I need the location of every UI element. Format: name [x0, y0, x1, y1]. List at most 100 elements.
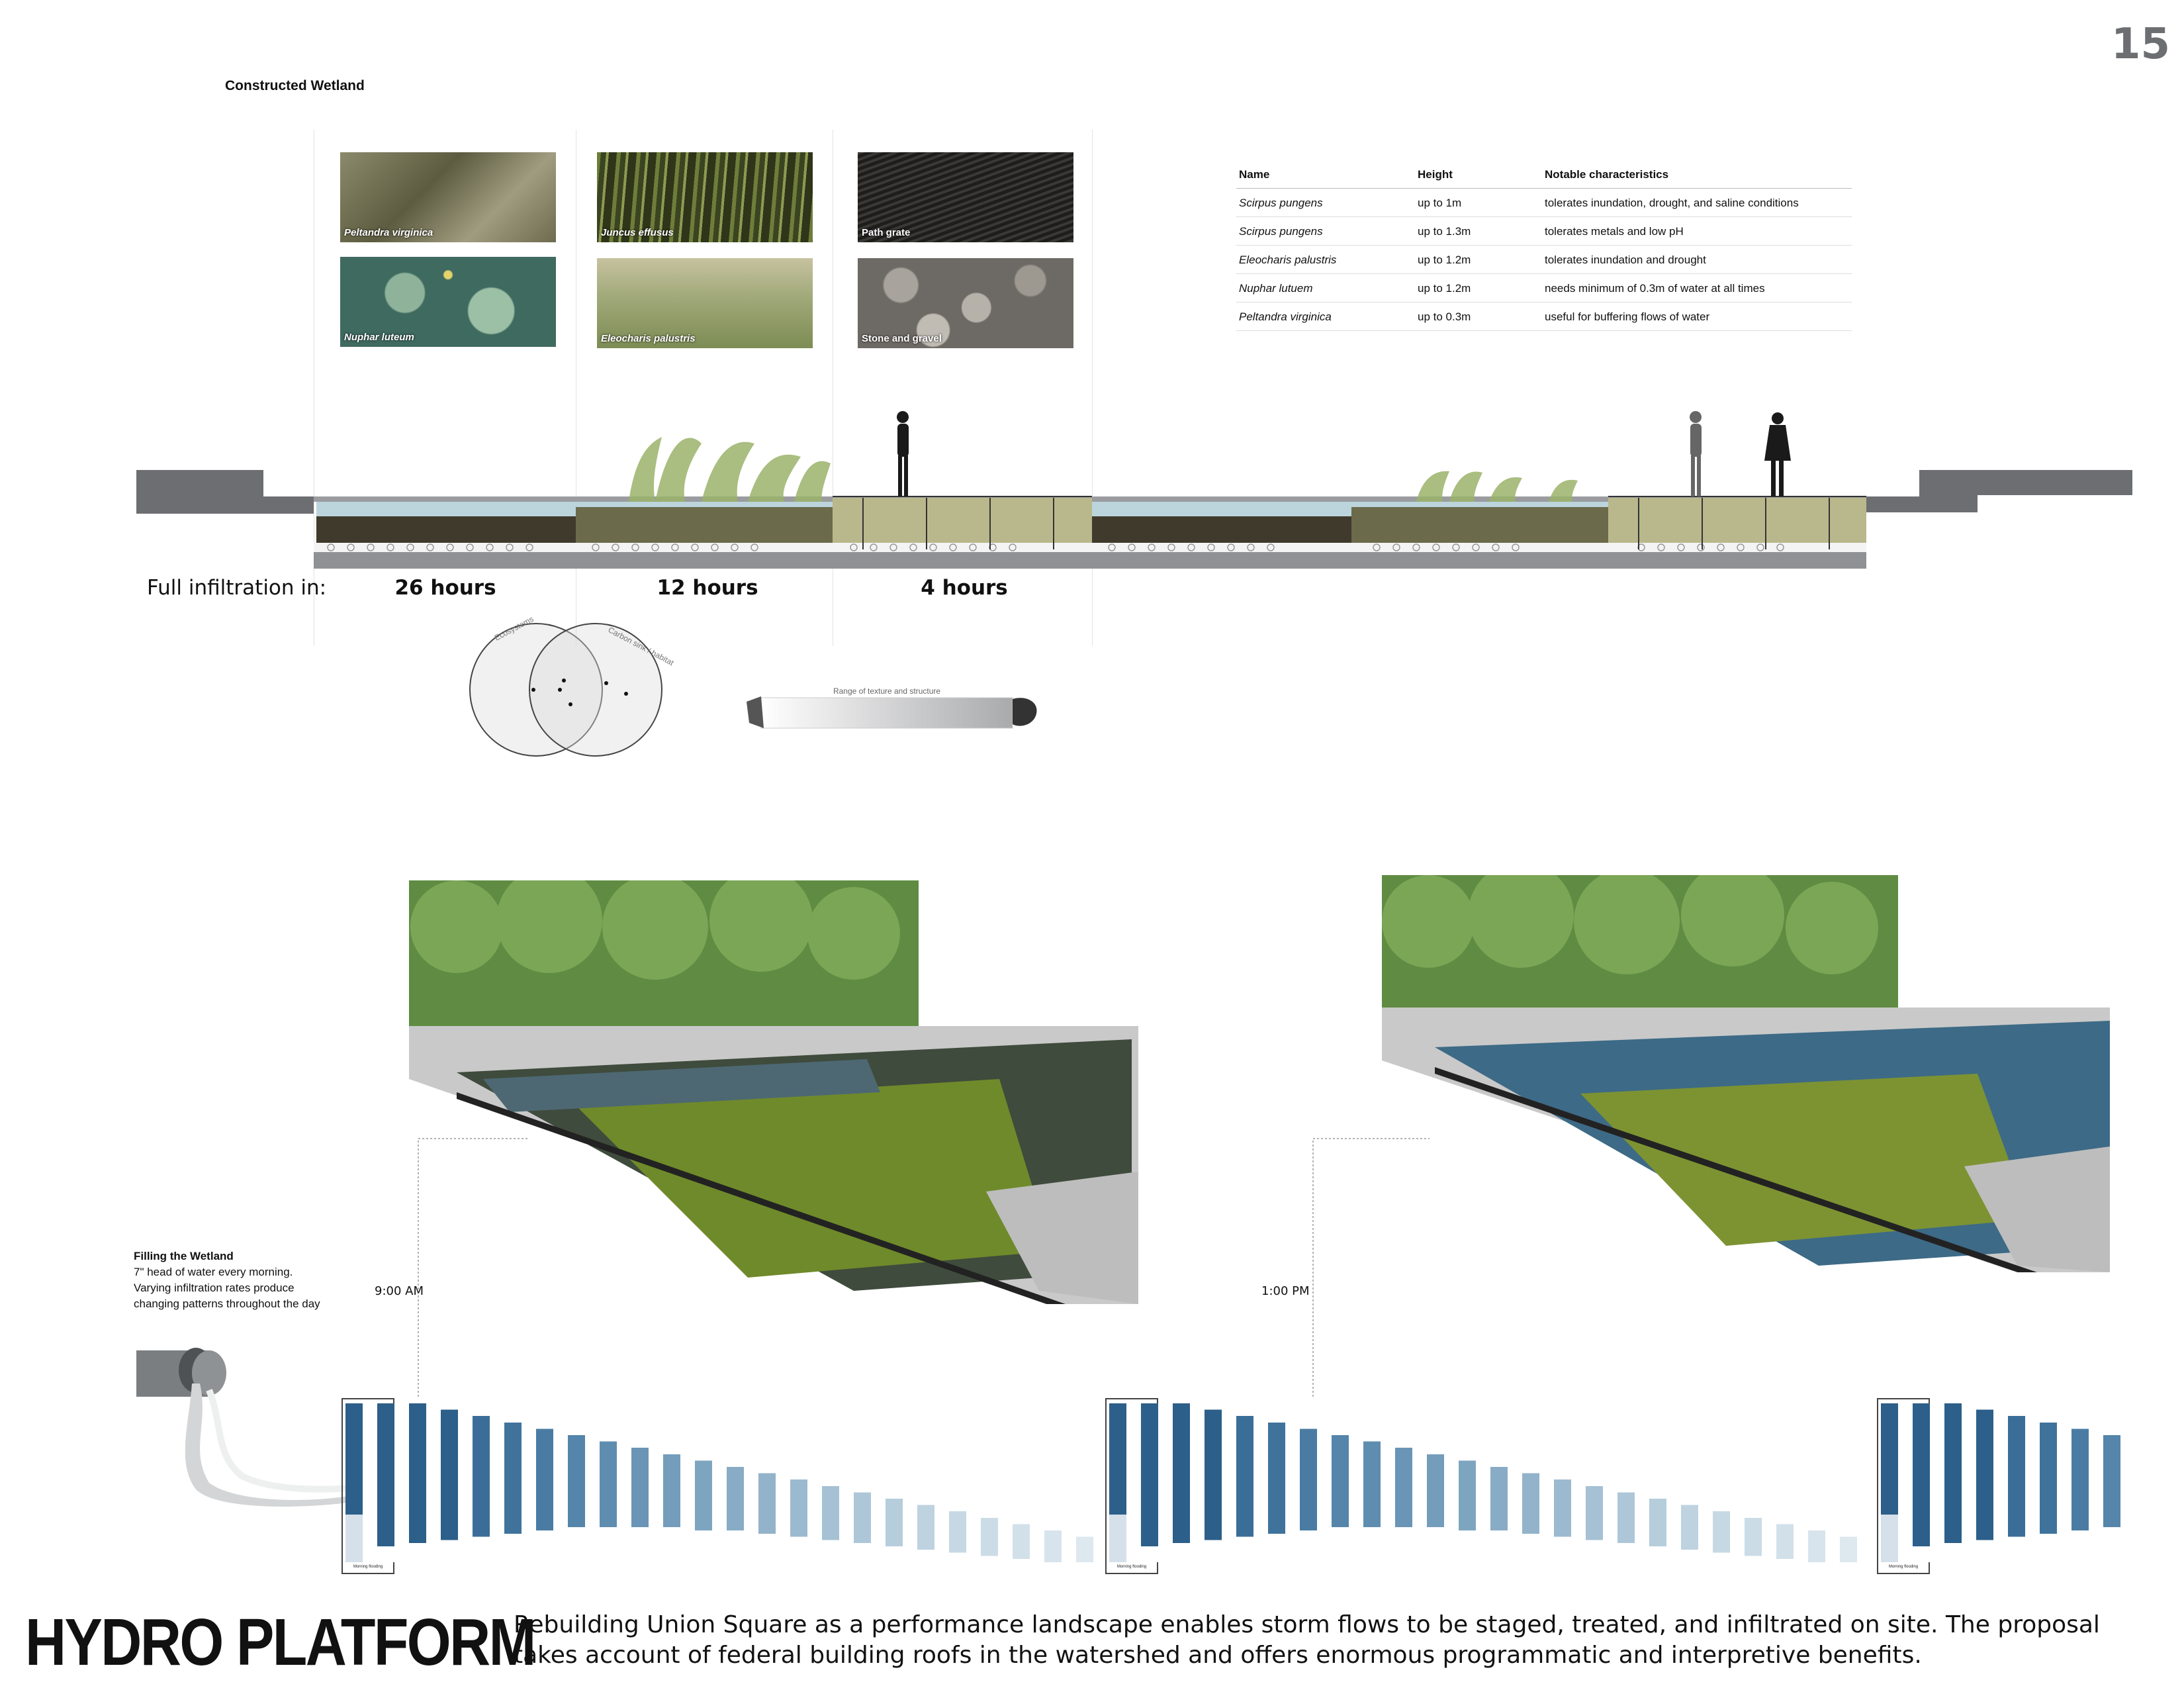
- page-number: 15: [2111, 20, 2171, 69]
- plant-characteristics: useful for buffering flows of water: [1542, 302, 1852, 331]
- time-label-1pm: 1:00 PM: [1261, 1284, 1310, 1298]
- timeline-strip: [1109, 1403, 1126, 1562]
- timeline-strip: [1141, 1403, 1158, 1562]
- timeline-strip: [917, 1403, 934, 1562]
- timeline-strip: [1363, 1403, 1381, 1562]
- plant-height: up to 1m: [1415, 188, 1542, 217]
- timeline-strip: [504, 1403, 522, 1562]
- photo-nuphar: Nuphar luteum: [340, 257, 556, 347]
- timeline-strip: [1681, 1403, 1698, 1562]
- section-title: Constructed Wetland: [225, 78, 365, 93]
- timeline-strip: [1976, 1403, 1993, 1562]
- timeline-strip: [1044, 1403, 1062, 1562]
- timeline-strip: [854, 1403, 871, 1562]
- plant-characteristics: tolerates inundation and drought: [1542, 245, 1852, 274]
- plant-height: up to 0.3m: [1415, 302, 1542, 331]
- column-header: Name: [1236, 164, 1415, 189]
- wetland-cross-section: [136, 411, 2132, 569]
- timeline-strip: [949, 1403, 966, 1562]
- texture-gradient: Range of texture and structure: [747, 686, 1037, 729]
- timeline-strip: [1395, 1403, 1412, 1562]
- headline: HYDRO PLATFORM: [25, 1605, 536, 1679]
- timeline-strip: [1427, 1403, 1444, 1562]
- time-label-9am: 9:00 AM: [375, 1284, 424, 1298]
- timeline-strip: [536, 1403, 553, 1562]
- infiltration-time: 4 hours: [921, 576, 1008, 600]
- plant-height: up to 1.2m: [1415, 273, 1542, 303]
- timeline-strip: [1205, 1403, 1222, 1562]
- timeline-strip: [727, 1403, 744, 1562]
- timeline-strip: [790, 1403, 807, 1562]
- table-row: Nuphar lutuem up to 1.2m needs minimum o…: [1236, 273, 1852, 303]
- plant-height: up to 1.3m: [1415, 216, 1542, 246]
- filling-title: Filling the Wetland: [134, 1250, 234, 1262]
- timeline-strip: [1881, 1403, 1898, 1562]
- table-row: Scirpus pungens up to 1m tolerates inund…: [1236, 188, 1852, 217]
- column-header: Notable characteristics: [1542, 164, 1852, 189]
- infiltration-time: 26 hours: [394, 576, 496, 600]
- timeline-strip: [695, 1403, 712, 1562]
- timeline-strip: [1300, 1403, 1317, 1562]
- render-9am: [409, 880, 1138, 1304]
- photo-caption: Juncus effusus: [601, 227, 674, 238]
- timeline-strip: [377, 1403, 394, 1562]
- timeline-strip: [2103, 1403, 2120, 1562]
- timeline-strip: [2040, 1403, 2057, 1562]
- timeline-strip: [2008, 1403, 2025, 1562]
- photo-stone-gravel: Stone and gravel: [858, 258, 1073, 348]
- photo-caption: Stone and gravel: [862, 333, 942, 344]
- column-divider: [1092, 130, 1093, 646]
- timeline-strip: [1459, 1403, 1476, 1562]
- table-row: Scirpus pungens up to 1.3m tolerates met…: [1236, 216, 1852, 246]
- timeline-strip: [473, 1403, 490, 1562]
- timeline-strip: [1776, 1403, 1794, 1562]
- timeline-strip: [2071, 1403, 2089, 1562]
- timeline-frame-label: Morning flooding: [1116, 1565, 1147, 1569]
- photo-juncus: Juncus effusus: [597, 152, 813, 242]
- photo-caption: Nuphar luteum: [344, 332, 414, 343]
- timeline-strip: [981, 1403, 998, 1562]
- table-row: Peltandra virginica up to 0.3m useful fo…: [1236, 302, 1852, 331]
- render-1pm: [1382, 875, 2110, 1272]
- timeline-strip: [1840, 1403, 1857, 1562]
- timeline-frame-label: Morning flooding: [1888, 1565, 1919, 1569]
- infiltration-time: 12 hours: [657, 576, 758, 600]
- timeline-strip: [1713, 1403, 1730, 1562]
- outfall-pipe: [136, 1348, 349, 1507]
- timeline-strip: [1332, 1403, 1349, 1562]
- plant-name: Scirpus pungens: [1236, 216, 1415, 246]
- filling-text: 7" head of water every morning.: [134, 1266, 293, 1278]
- plant-name: Eleocharis palustris: [1236, 245, 1415, 274]
- table-header-row: Name Height Notable characteristics: [1236, 164, 1852, 189]
- column-header: Height: [1415, 164, 1542, 189]
- infiltration-label: Full infiltration in:: [147, 576, 327, 600]
- venn-diagram: Ecosystems Carbon sink / habitat: [469, 616, 676, 757]
- plant-name: Peltandra virginica: [1236, 302, 1415, 331]
- photo-eleocharis: Eleocharis palustris: [597, 258, 813, 348]
- photo-peltandra: Peltandra virginica: [340, 152, 556, 242]
- timeline-strip: [1808, 1403, 1825, 1562]
- timeline-strip: [1522, 1403, 1539, 1562]
- filling-text: Varying infiltration rates produce: [134, 1282, 295, 1294]
- timeline-strip: [631, 1403, 649, 1562]
- plant-name: Scirpus pungens: [1236, 188, 1415, 217]
- timeline-strip: [886, 1403, 903, 1562]
- timeline-strip: [822, 1403, 839, 1562]
- timeline-strip: [1554, 1403, 1571, 1562]
- timeline-strip: [441, 1403, 458, 1562]
- timeline-strip: [1913, 1403, 1930, 1562]
- gradient-label: Range of texture and structure: [833, 686, 940, 696]
- plant-table: Name Height Notable characteristics Scir…: [1236, 164, 1852, 331]
- timeline-strip: [1649, 1403, 1666, 1562]
- timeline-strip: [409, 1403, 426, 1562]
- photo-path-grate: Path grate: [858, 152, 1073, 242]
- timeline-strip: [600, 1403, 617, 1562]
- timeline-strip: [1490, 1403, 1508, 1562]
- timeline-strip: [1173, 1403, 1190, 1562]
- plant-height: up to 1.2m: [1415, 245, 1542, 274]
- timeline-strip: [1944, 1403, 1962, 1562]
- timeline-strip: [1745, 1403, 1762, 1562]
- timeline-strip: [345, 1403, 363, 1562]
